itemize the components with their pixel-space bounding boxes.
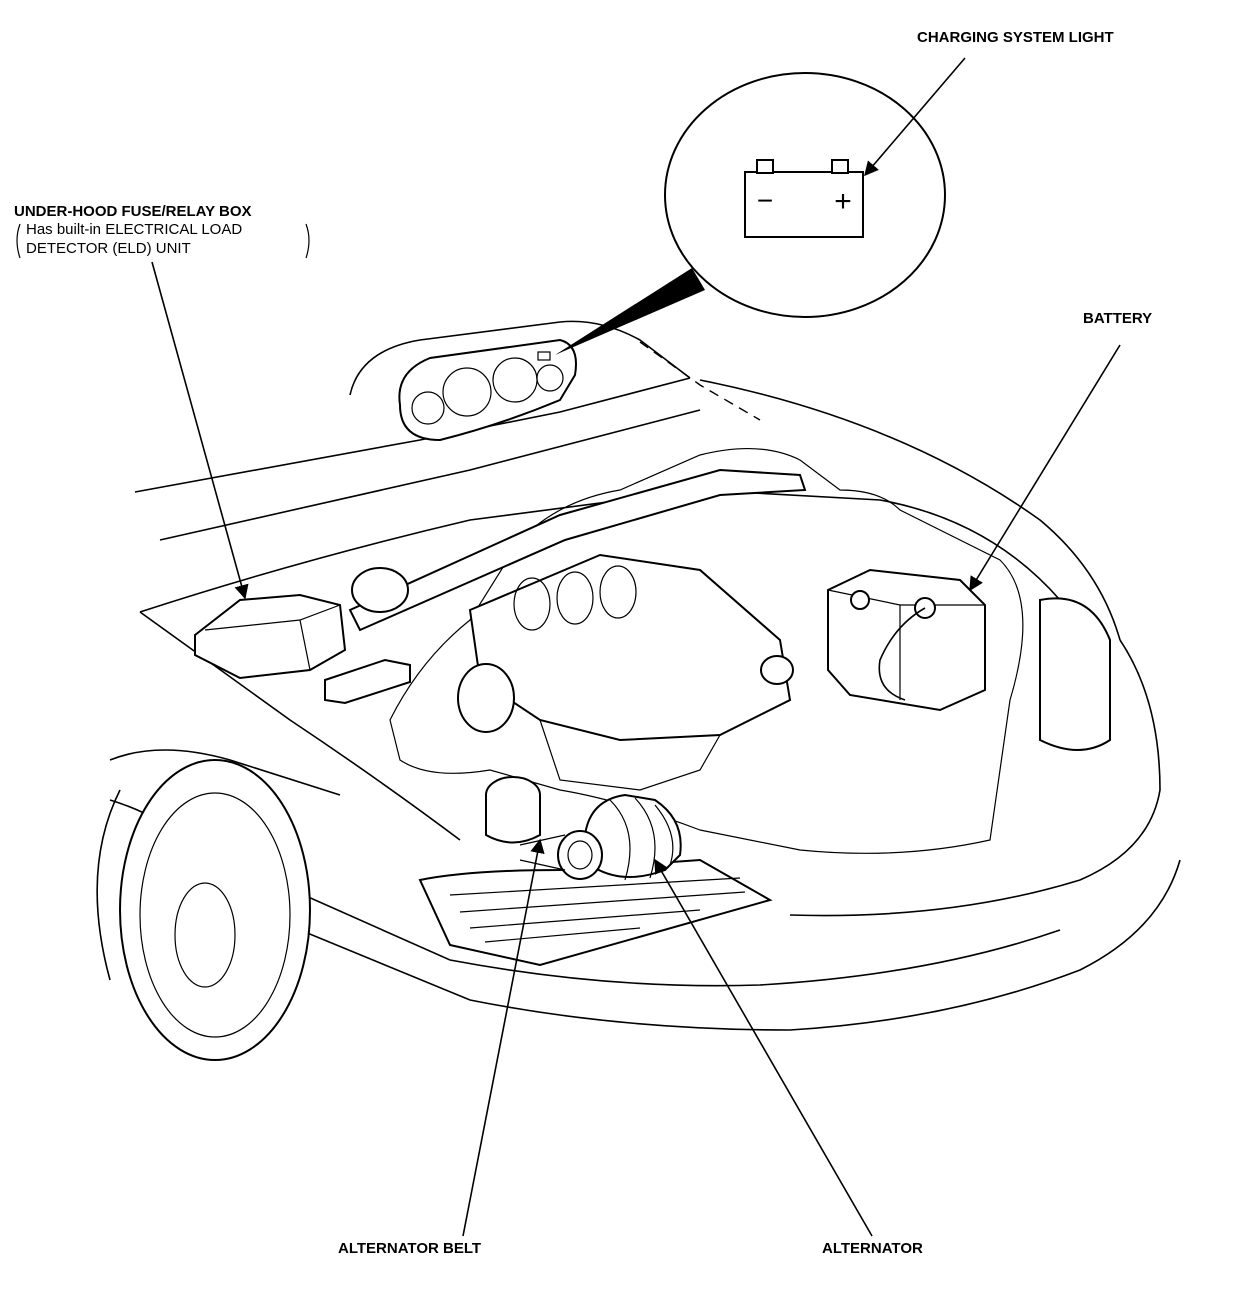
hood-opening-rear: [139, 489, 1061, 613]
fuse-box-edges: [204, 604, 341, 671]
front-wheel-hub: [174, 882, 236, 988]
label-charging-system-light: CHARGING SYSTEM LIGHT: [917, 29, 1114, 46]
note-paren-right: [305, 223, 310, 259]
battery-body: [827, 568, 986, 712]
labels: CHARGING SYSTEM LIGHT UNDER-HOOD FUSE/RE…: [14, 29, 1152, 1257]
callout-pointer: [555, 268, 705, 355]
bumper-right: [789, 639, 1161, 917]
label-alternator-belt: ALTERNATOR BELT: [338, 1240, 481, 1257]
lens-ridges: [449, 877, 746, 943]
alternator-pulley: [557, 830, 603, 880]
fender-left-edge: [139, 611, 461, 841]
headlight-right: [1039, 597, 1111, 751]
alternator-pulley-hub: [567, 840, 593, 870]
label-fuse-box-note-line-1: Has built-in ELECTRICAL LOAD: [26, 221, 242, 238]
cowl-line: [159, 409, 701, 541]
dash-hidden-line: [639, 341, 761, 421]
dashboard-hump: [349, 320, 691, 396]
plus-symbol: +: [834, 185, 852, 218]
leader-charging-light: [864, 57, 966, 177]
label-fuse-box-note-line-2: DETECTOR (ELD) UNIT: [26, 240, 191, 257]
fender-right-top: [699, 379, 1121, 641]
fender-left-crease: [109, 749, 341, 796]
engine-bay: [194, 447, 1024, 881]
strut-brace: [348, 468, 807, 632]
relay-module: [324, 658, 411, 705]
front-wheel-tire: [119, 759, 311, 1061]
instrument-cluster: [398, 338, 577, 442]
charging-light-spot: [537, 351, 551, 361]
throttle-body: [457, 663, 515, 733]
leader-alternator: [654, 858, 873, 1237]
intake-runner-1: [513, 577, 551, 631]
car-body: [96, 320, 1181, 1061]
engine-intake-manifold: [468, 553, 792, 742]
leader-alternator-belt: [462, 838, 545, 1237]
front-wheel-rim: [139, 792, 291, 1038]
engine-bay-contour: [389, 447, 1024, 854]
engine-lower-block: [539, 719, 721, 791]
engine-cap: [760, 655, 794, 685]
label-alternator: ALTERNATOR: [822, 1240, 923, 1257]
reservoir-body: [485, 795, 541, 844]
charging-light-callout: − +: [555, 72, 946, 355]
intake-runner-2: [556, 571, 594, 625]
gauge-1: [411, 391, 445, 425]
battery-symbol-body: [744, 171, 864, 238]
wheel-arch: [96, 789, 121, 981]
gauge-4: [536, 364, 564, 392]
bumper-crease: [269, 879, 1061, 987]
fuse-relay-box: [194, 593, 347, 680]
battery-symbol-terminal-pos: [831, 159, 849, 174]
battery-symbol-terminal-neg: [756, 159, 774, 174]
leader-battery: [969, 344, 1121, 592]
leader-fuse-box: [151, 261, 249, 600]
note-paren-left: [16, 223, 21, 259]
minus-symbol: −: [757, 185, 773, 216]
battery-terminal-1: [850, 590, 870, 610]
air-intake: [351, 567, 409, 613]
alternator-body: [583, 793, 682, 879]
label-fuse-relay-box: UNDER-HOOD FUSE/RELAY BOX: [14, 203, 252, 220]
battery-cable: [878, 607, 926, 701]
gauge-2: [442, 367, 492, 417]
intake-runner-3: [599, 565, 637, 619]
label-battery: BATTERY: [1083, 310, 1152, 327]
alternator-fins: [609, 797, 674, 881]
front-light-lens: [418, 858, 773, 967]
leader-lines: [151, 57, 1121, 1237]
